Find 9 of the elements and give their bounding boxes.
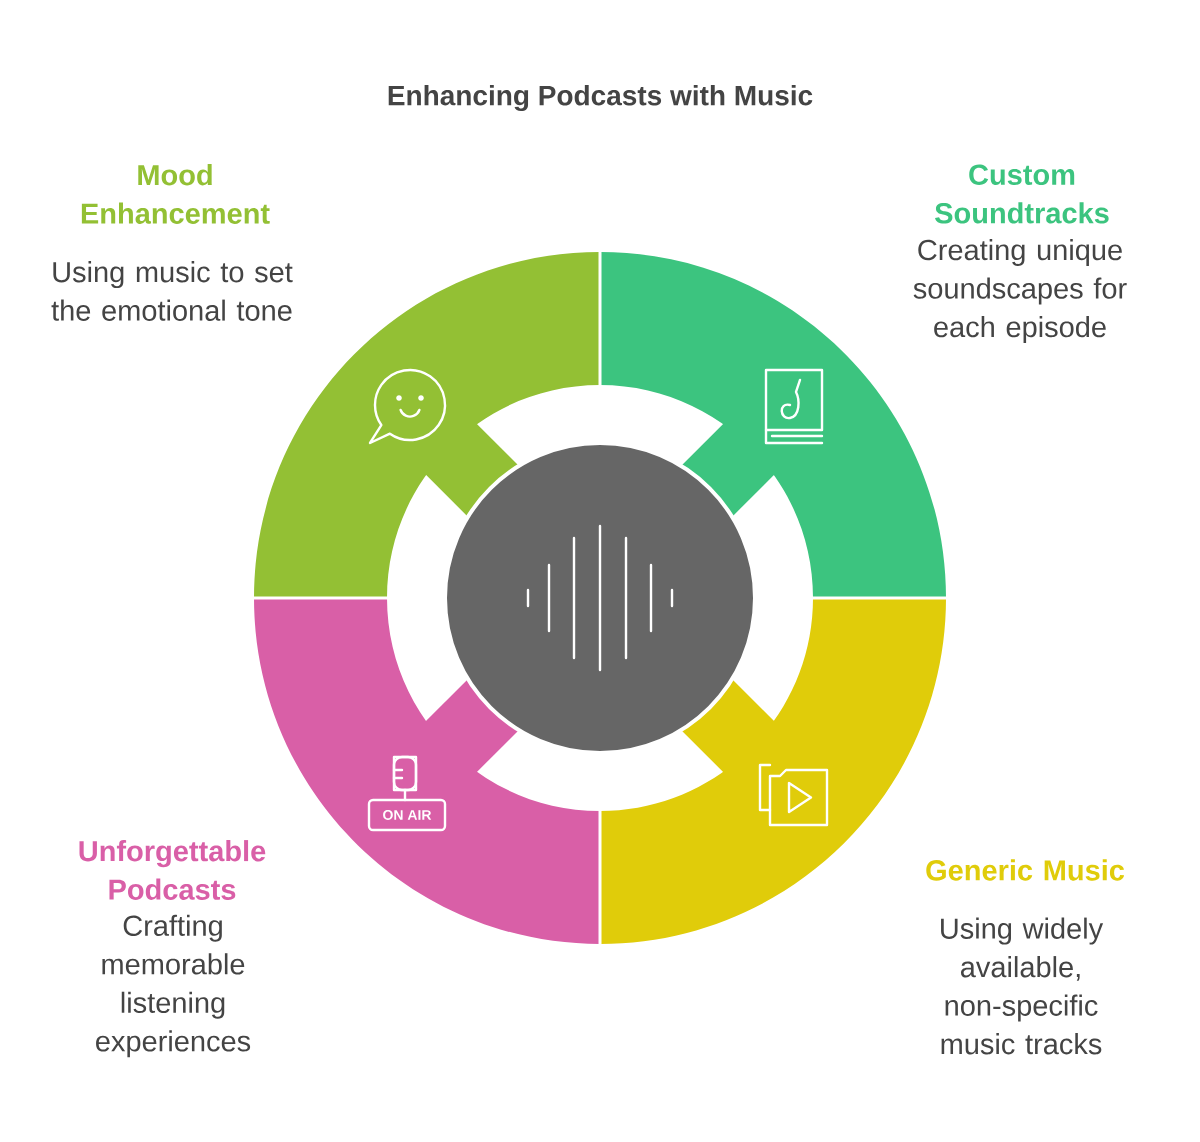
title: Enhancing Podcasts with Music	[388, 84, 813, 112]
heading: Generic Music	[926, 859, 1125, 881]
heading: Mood Enhancement	[81, 164, 270, 224]
description: Using music to set the emotional tone	[51, 261, 293, 321]
description: Creating unique soundscapes for each episode	[913, 238, 1127, 343]
heading: Custom Soundtracks	[935, 164, 1109, 224]
heading: Unforgettable Podcasts	[79, 840, 266, 900]
description: Crafting memorable listening experiences	[96, 914, 251, 1058]
description: Using widely available, non-specific music tracks	[941, 917, 1104, 1055]
